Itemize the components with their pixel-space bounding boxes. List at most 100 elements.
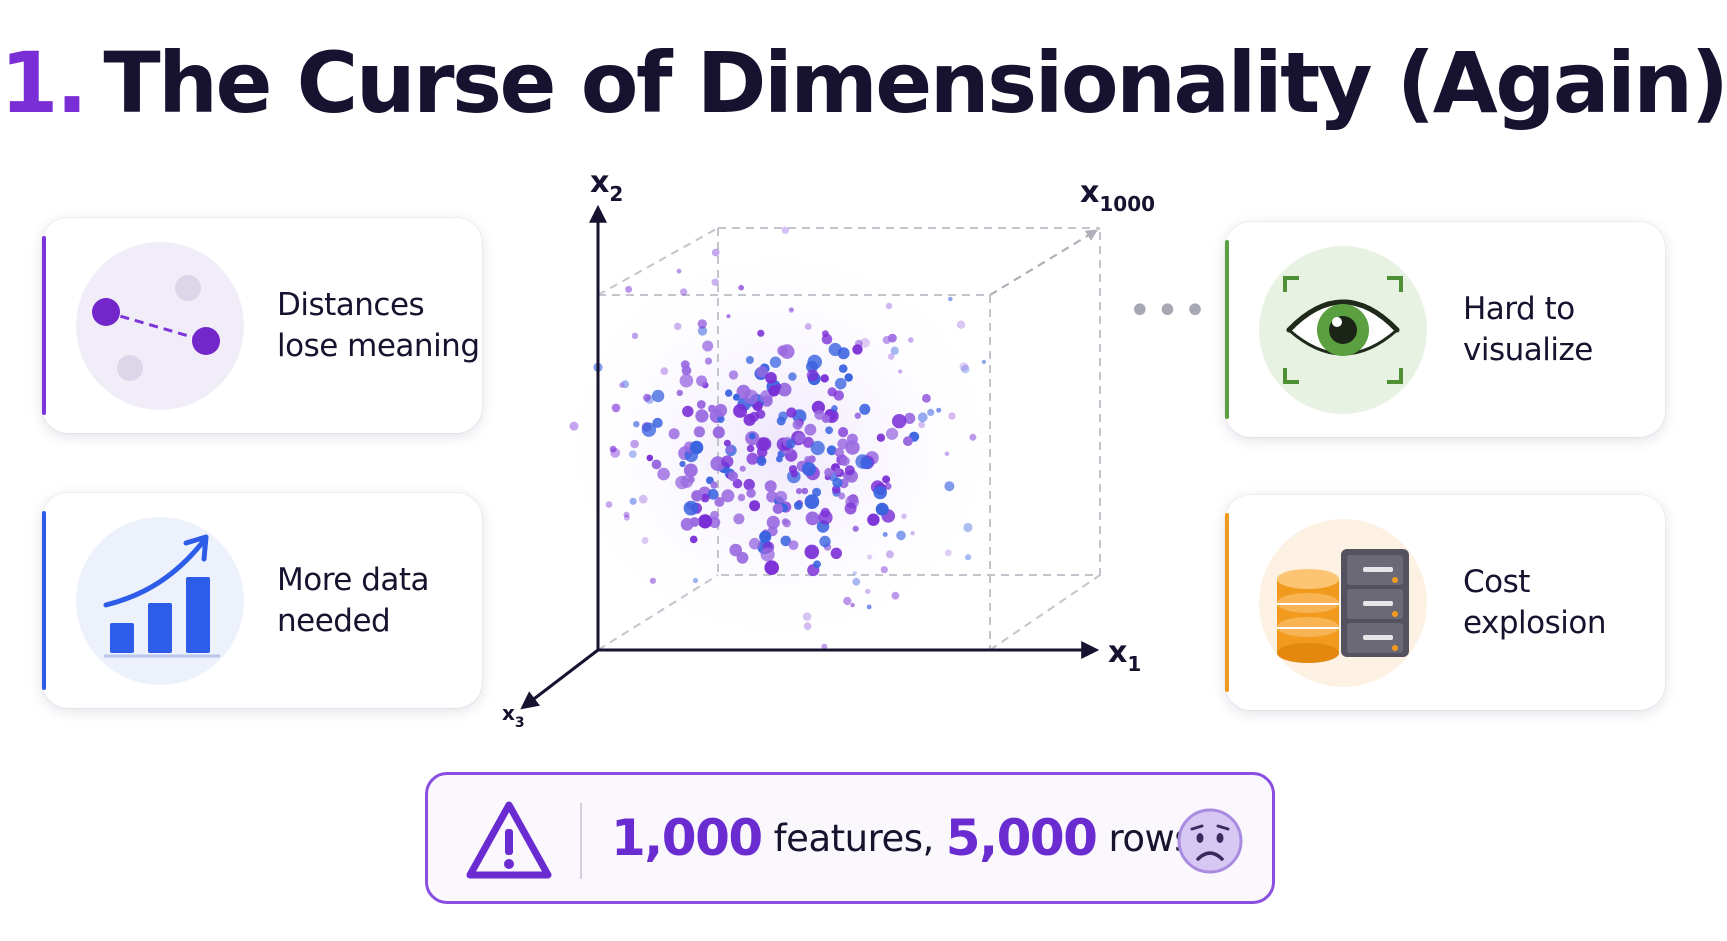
scatter-point <box>861 457 873 469</box>
scatter-point <box>725 389 733 397</box>
scatter-point <box>891 591 900 600</box>
scatter-point <box>641 537 649 544</box>
scatter-point <box>944 481 955 492</box>
scatter-point <box>948 296 953 302</box>
scatter-point <box>867 554 873 560</box>
worried-face-icon <box>1177 808 1243 874</box>
scatter-point <box>721 489 735 503</box>
scatter-point <box>961 364 970 374</box>
scatter-point <box>796 488 803 495</box>
scatter-point <box>776 455 783 463</box>
scatter-point <box>727 471 738 482</box>
scatter-point <box>764 480 777 493</box>
card-distances-lose-meaning: Distances lose meaning <box>42 218 482 433</box>
scatter-point <box>882 336 891 344</box>
scatter-point <box>623 511 630 518</box>
scatter-point <box>652 417 663 428</box>
scatter-point <box>844 502 857 515</box>
scatter-point <box>704 357 713 365</box>
features-count: 1,000 <box>611 809 763 867</box>
scatter-point <box>880 566 888 574</box>
scatter-point <box>804 494 820 510</box>
scatter-point <box>717 415 725 424</box>
scatter-point <box>959 362 969 371</box>
x1000-axis <box>989 229 1099 296</box>
card-label: Cost explosion <box>1463 563 1607 641</box>
scatter-point <box>821 333 833 345</box>
scatter-point <box>726 314 731 319</box>
scatter-point <box>756 456 767 467</box>
scatter-point <box>680 517 694 531</box>
scatter-point <box>710 510 719 520</box>
scatter-point <box>733 513 745 525</box>
scatter-point <box>732 393 740 401</box>
scatter-point <box>769 356 782 368</box>
x2-label: x2 <box>590 165 623 206</box>
scatter-point <box>611 403 621 413</box>
scatter-point <box>786 407 797 418</box>
scatter-point <box>936 407 942 413</box>
scatter-point <box>850 602 855 608</box>
scatter-point <box>830 547 842 559</box>
scatter-point <box>739 465 746 472</box>
scatter-point <box>867 513 880 526</box>
scatter-point <box>824 467 834 478</box>
scatter-point <box>804 544 820 560</box>
scatter-point <box>676 268 682 274</box>
scatter-point <box>844 465 855 476</box>
scatter-point <box>806 360 818 373</box>
scatter-point <box>631 332 639 339</box>
card-label: More data needed <box>277 561 430 639</box>
scatter-point <box>818 510 833 525</box>
scatter-point <box>702 340 714 352</box>
scatter-point <box>746 444 755 453</box>
scatter-point <box>781 226 789 234</box>
scatter-point <box>873 485 887 500</box>
scatter-point <box>679 373 694 388</box>
scatter-point <box>689 440 704 455</box>
scatter-point <box>625 285 633 293</box>
scatter-point <box>927 408 935 416</box>
scatter-point <box>738 284 744 291</box>
scatter-point <box>729 543 742 557</box>
scatter-point <box>788 372 797 381</box>
scatter-point <box>765 372 777 384</box>
scatter-point <box>682 405 694 418</box>
scatter-point <box>714 403 728 417</box>
warning-triangle-icon <box>466 801 552 879</box>
scatter-point <box>885 550 894 559</box>
scatter-point <box>680 360 690 369</box>
scatter-point <box>733 403 748 418</box>
scatter-point <box>726 445 734 454</box>
card-label: Distances lose meaning <box>277 286 480 364</box>
scatter-point <box>629 497 637 505</box>
scatter-point <box>698 514 713 529</box>
scatter-point <box>776 416 786 426</box>
scatter-point <box>887 353 895 360</box>
connected-points-icon <box>76 242 244 410</box>
scatter-point <box>638 494 648 504</box>
scatter-point <box>948 412 956 420</box>
scatter-point <box>801 487 809 495</box>
scatter-point <box>852 577 861 586</box>
scatter-point <box>714 497 725 507</box>
scatter-point <box>831 405 838 412</box>
scatter-point <box>838 427 849 438</box>
scatter-point <box>944 451 950 457</box>
scatter-point <box>610 448 621 458</box>
scatter-point <box>651 459 662 470</box>
scatter-point <box>865 588 871 595</box>
scatter-point <box>922 393 931 403</box>
scatter-point <box>779 344 795 359</box>
scatter-point <box>712 426 725 439</box>
scatter-point <box>764 560 779 575</box>
scatter-point <box>675 475 689 490</box>
scatter-point <box>801 462 816 476</box>
card-more-data-needed: More data needed <box>42 493 482 708</box>
scatter-point <box>901 513 907 520</box>
scatter-point <box>630 439 639 449</box>
scatter-point <box>746 488 756 498</box>
scatter-point <box>792 419 803 430</box>
scatter-point <box>918 421 925 429</box>
scatter-point <box>759 530 772 543</box>
